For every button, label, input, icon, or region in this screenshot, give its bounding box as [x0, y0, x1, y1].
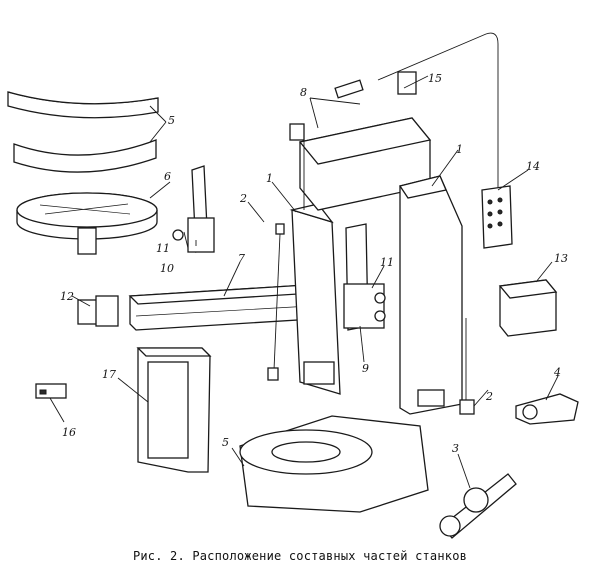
control-pendant	[481, 185, 513, 249]
label-9: 9	[362, 362, 369, 375]
label-7: 7	[238, 252, 245, 265]
part-numbers: 1 1 2 2 3 4 5 5 6 7 8 9 10 11 11 12 13 1…	[60, 72, 568, 455]
counterweight-bracket	[267, 223, 285, 381]
label-13: 13	[554, 252, 568, 265]
label-1-right: 1	[456, 143, 463, 156]
bed-base	[239, 415, 429, 513]
label-5-upper: 5	[168, 114, 175, 127]
motor-box	[498, 279, 558, 337]
label-4: 4	[553, 366, 561, 379]
label-5-lower: 5	[222, 436, 229, 449]
overhead-pipe	[303, 32, 499, 210]
right-column	[398, 175, 463, 415]
label-2-upper: 2	[239, 192, 247, 205]
ring-guard-segments	[7, 91, 159, 173]
label-16: 16	[62, 426, 76, 439]
label-17: 17	[102, 368, 116, 381]
faceplate-table	[16, 192, 158, 255]
right-bracket	[459, 318, 475, 415]
vertical-slide-assembly	[172, 165, 215, 253]
slide-block	[77, 295, 119, 327]
label-8: 8	[300, 86, 307, 99]
electrical-cabinet	[136, 347, 212, 473]
label-11-left: 11	[156, 242, 170, 255]
label-11-right: 11	[380, 256, 394, 269]
leader-lines	[49, 75, 559, 489]
label-3: 3	[452, 442, 459, 455]
label-12: 12	[60, 290, 74, 303]
label-1-left: 1	[266, 172, 273, 185]
clamp-lever	[515, 393, 579, 425]
label-6: 6	[164, 170, 171, 183]
side-head	[343, 223, 386, 331]
gear-shaft	[439, 473, 517, 539]
label-14: 14	[526, 160, 540, 173]
left-column	[289, 203, 341, 395]
small-box	[35, 383, 67, 399]
label-15: 15	[428, 72, 442, 85]
label-10: 10	[160, 262, 174, 275]
figure-caption: Рис. 2. Расположение составных частей ст…	[132, 549, 468, 563]
label-2-lower: 2	[485, 390, 493, 403]
